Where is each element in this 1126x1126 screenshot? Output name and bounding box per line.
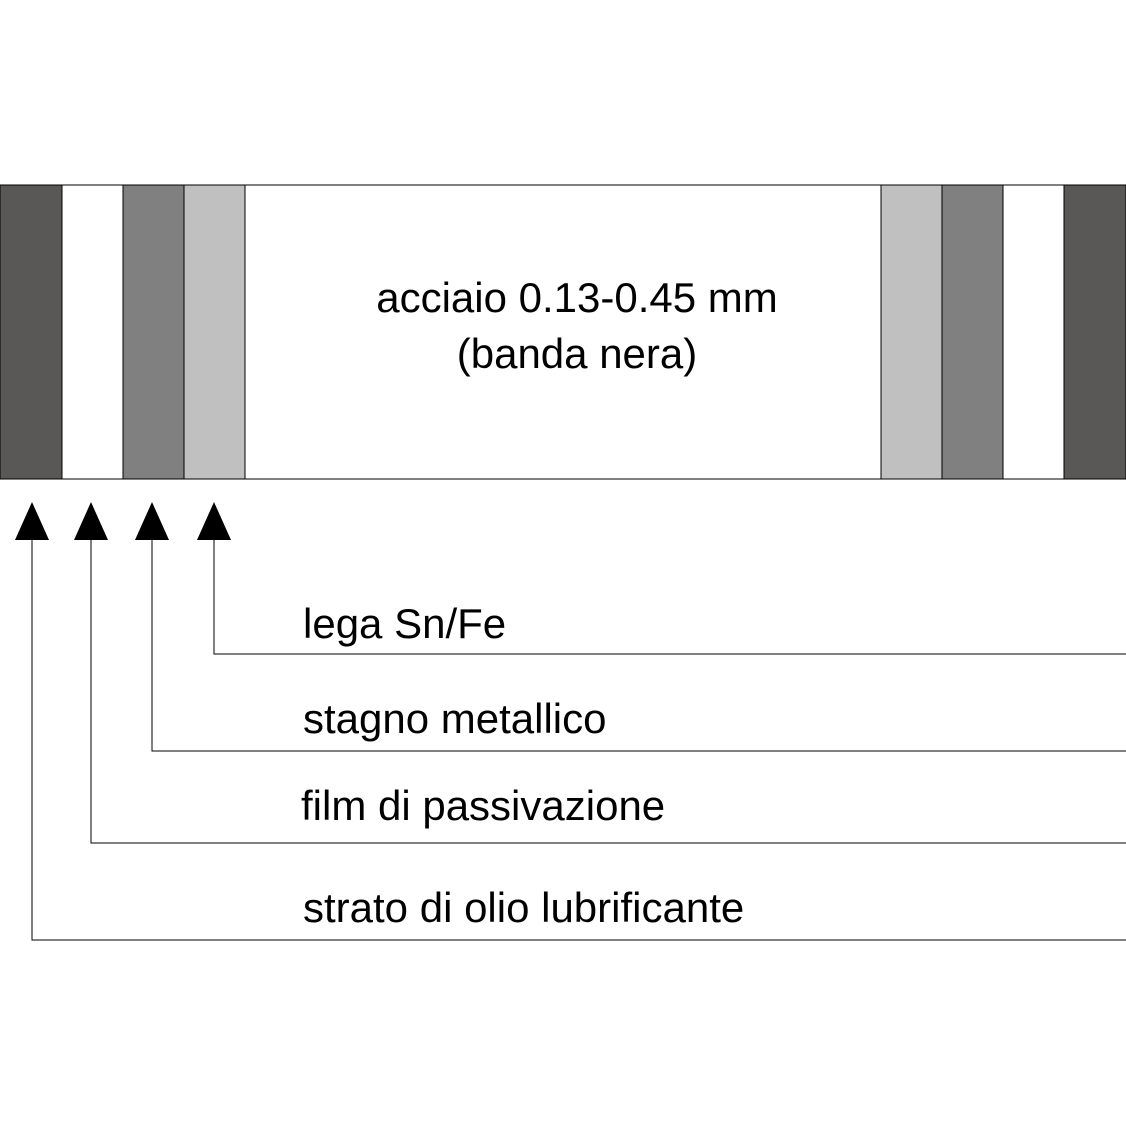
steel-core: [244, 184, 882, 480]
arrowhead-alloy: [197, 502, 231, 540]
right-oil-layer: [1063, 184, 1126, 480]
core-label-line2: (banda nera): [457, 330, 698, 377]
callout-passivation: film di passivazione: [74, 502, 1126, 844]
callout-oil: strato di olio lubrificante: [15, 502, 1126, 941]
leader-line-oil: [31, 540, 1126, 941]
label-alloy: lega Sn/Fe: [303, 600, 506, 647]
label-oil: strato di olio lubrificante: [303, 884, 744, 931]
leader-line-alloy: [213, 540, 1126, 655]
callouts: lega Sn/Fe stagno metallico film di pass…: [15, 502, 1126, 941]
core-label-line1: acciaio 0.13-0.45 mm: [376, 274, 778, 321]
label-passivation: film di passivazione: [301, 782, 665, 829]
leader-line-tin: [151, 540, 1126, 752]
leader-line-passivation: [90, 540, 1126, 844]
right-alloy-layer: [880, 184, 943, 480]
arrowhead-oil: [15, 502, 49, 540]
arrowhead-tin: [135, 502, 169, 540]
left-oil-layer: [0, 184, 63, 480]
left-alloy-layer: [183, 184, 246, 480]
label-tin: stagno metallico: [303, 695, 607, 742]
cross-section-strip: acciaio 0.13-0.45 mm (banda nera): [0, 184, 1126, 480]
right-passivation-layer: [1002, 184, 1065, 480]
callout-alloy: lega Sn/Fe: [197, 502, 1126, 655]
callout-tin: stagno metallico: [135, 502, 1126, 752]
left-tin-layer: [122, 184, 185, 480]
arrowhead-passivation: [74, 502, 108, 540]
left-passivation-layer: [61, 184, 124, 480]
right-tin-layer: [941, 184, 1004, 480]
